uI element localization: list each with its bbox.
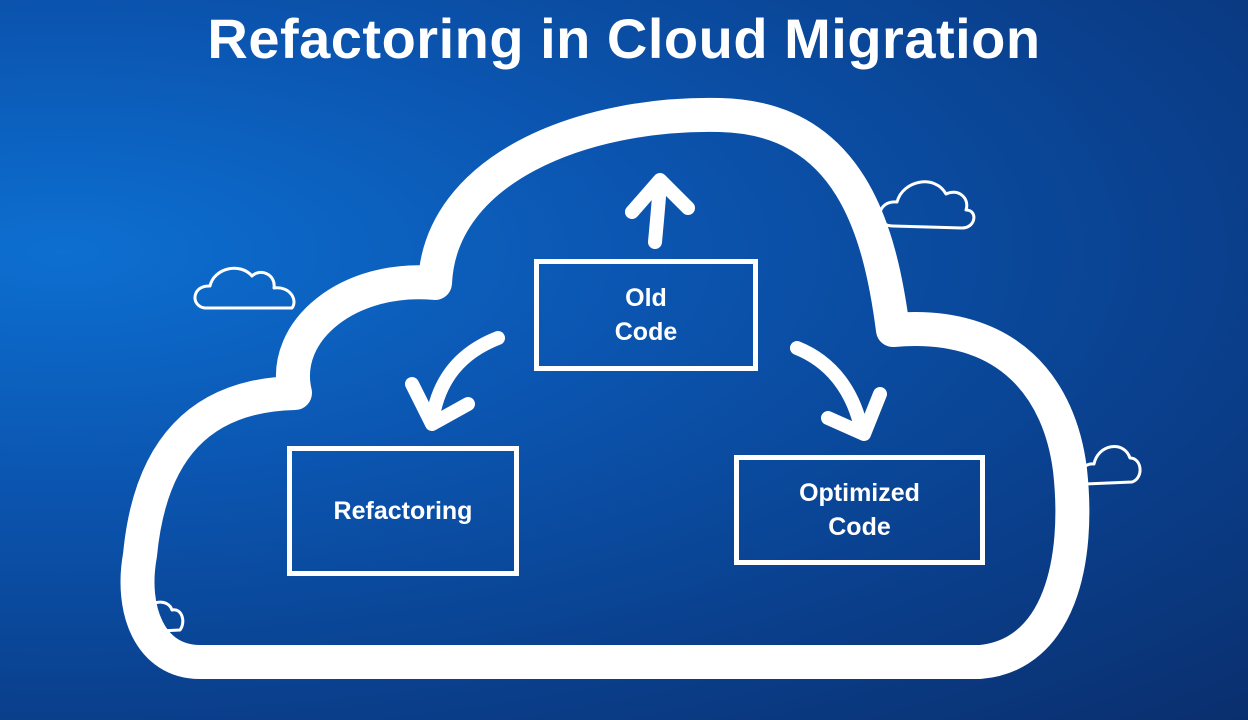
node-old-code-label: Old Code bbox=[614, 284, 678, 346]
node-optimized-code-label: Optimized Code bbox=[799, 479, 920, 541]
small-cloud-icon-right bbox=[1079, 445, 1142, 486]
arrow-curved-right-icon bbox=[790, 341, 887, 441]
arrow-up-icon bbox=[625, 173, 695, 249]
node-old-code: Old Code bbox=[534, 259, 758, 371]
diagram-title: Refactoring in Cloud Migration bbox=[207, 7, 1041, 70]
cloud-icon bbox=[120, 97, 1090, 679]
node-refactoring: Refactoring bbox=[287, 446, 519, 576]
node-optimized-code: Optimized Code bbox=[734, 455, 985, 565]
node-refactoring-label: Refactoring bbox=[333, 497, 473, 525]
small-cloud-icon-left bbox=[193, 266, 296, 310]
small-cloud-icon-top-right bbox=[878, 180, 976, 230]
arrow-curved-left-icon bbox=[405, 331, 505, 431]
